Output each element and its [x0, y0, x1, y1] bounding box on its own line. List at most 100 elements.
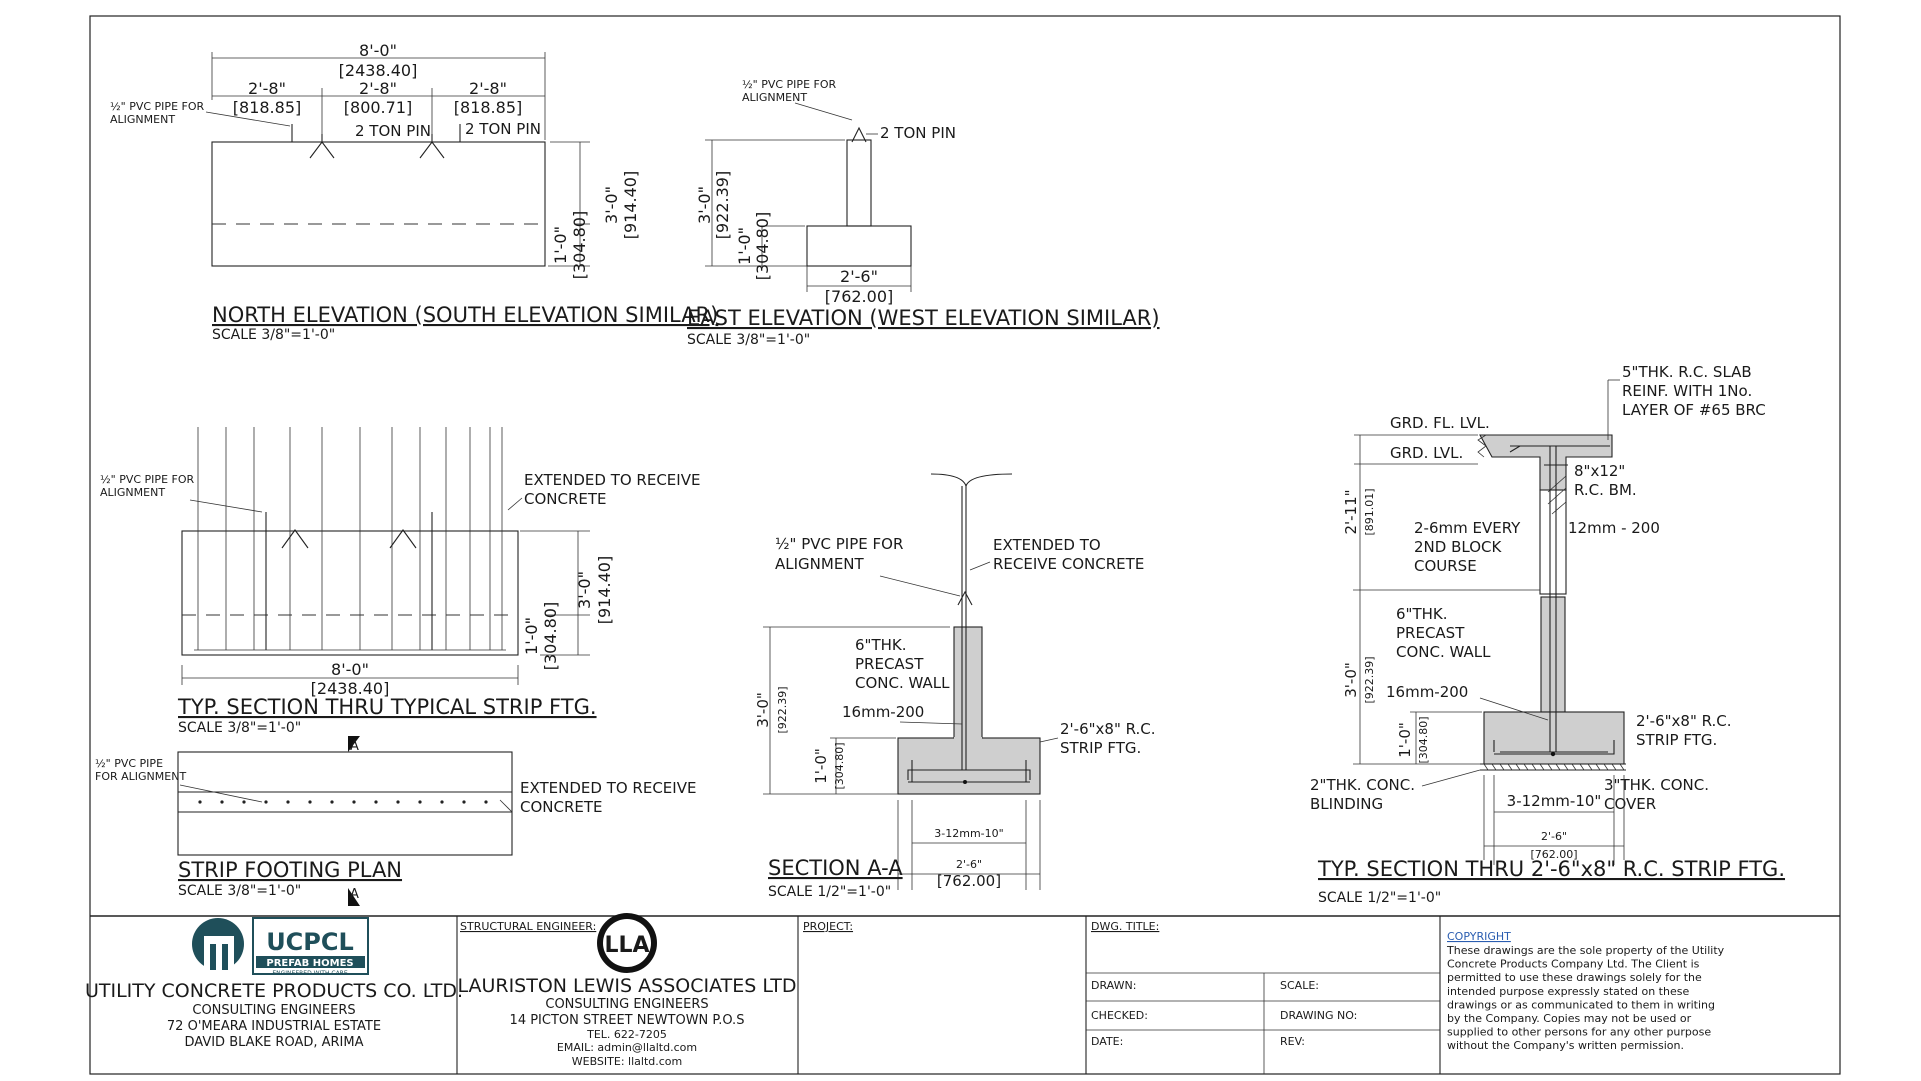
blinding-hatch	[1515, 763, 1521, 771]
ts-h3-ft: 3'-0"	[575, 571, 594, 609]
rc-h3-mm: [922.39]	[1363, 656, 1376, 703]
ne-title: NORTH ELEVATION (SOUTH ELEVATION SIMILAR…	[212, 303, 718, 327]
engineer-sub: CONSULTING ENGINEERS	[545, 997, 708, 1012]
rc-wall-1: 6"THK.	[1396, 605, 1448, 623]
title-block: UCPCL PREFAB HOMES ENGINEERED WITH CARE …	[85, 913, 1840, 1074]
company-sub: CONSULTING ENGINEERS	[192, 1003, 355, 1018]
svg-text:ENGINEERED WITH CARE: ENGINEERED WITH CARE	[272, 970, 348, 977]
ne-scale: SCALE 3/8"=1'-0"	[212, 327, 335, 343]
ts-h1-ft: 1'-0"	[522, 617, 541, 655]
blinding-hatch	[1619, 763, 1625, 771]
rc-bot-bars: 3-12mm-10"	[1507, 792, 1602, 810]
aa-ext-1: EXTENDED TO	[993, 536, 1101, 554]
rc-wall-3: CONC. WALL	[1396, 643, 1491, 661]
section-a-a: ½" PVC PIPE FOR ALIGNMENT EXTENDED TO RE…	[754, 473, 1156, 900]
aa-h3-ft: 3'-0"	[754, 692, 772, 728]
engineer-tel: TEL. 622-7205	[586, 1028, 667, 1041]
lla-logo: LLA	[597, 913, 657, 973]
checked-label: CHECKED:	[1091, 1009, 1148, 1022]
plan-bar-dot	[374, 800, 378, 804]
copyright-line: These drawings are the sole property of …	[1446, 944, 1725, 957]
ne-seg1-mm: [818.85]	[233, 98, 301, 117]
rc-block-2: 2ND BLOCK	[1414, 538, 1502, 556]
strip-footing-plan: ½" PVC PIPE FOR ALIGNMENT EXTENDED TO RE…	[95, 751, 696, 906]
lifting-pin-icon	[309, 134, 335, 159]
svg-text:PREFAB HOMES: PREFAB HOMES	[266, 958, 353, 969]
plan-bar-dot	[396, 800, 400, 804]
ne-pin1: 2 TON PIN	[355, 122, 431, 140]
copyright-line: without the Company's written permission…	[1447, 1039, 1684, 1052]
rc-scale: SCALE 1/2"=1'-0"	[1318, 890, 1441, 906]
section-marker-icon	[348, 888, 360, 906]
ne-pvc-1: ½" PVC PIPE FOR	[110, 100, 204, 113]
blinding-hatch	[1563, 763, 1569, 771]
rc-bar12: 12mm - 200	[1568, 519, 1660, 537]
company-addr2: DAVID BLAKE ROAD, ARIMA	[184, 1035, 363, 1050]
blinding-hatch	[1483, 763, 1489, 771]
ts-section-mark: A	[350, 739, 359, 754]
scale-label: SCALE:	[1280, 979, 1319, 992]
sp-ext-2: CONCRETE	[520, 798, 603, 816]
ne-h1-mm: [304.80]	[570, 211, 589, 279]
plan-bar-dot	[220, 800, 224, 804]
drawing-no-label: DRAWING NO:	[1280, 1009, 1357, 1022]
ee-pin: 2 TON PIN	[880, 124, 956, 142]
rc-slab-3: LAYER OF #65 BRC	[1622, 401, 1766, 419]
project-label: PROJECT:	[803, 920, 853, 933]
ne-pin2: 2 TON PIN	[465, 120, 541, 138]
lifting-pin-icon	[957, 590, 973, 606]
ee-w-ft: 2'-6"	[840, 267, 878, 286]
engineer-email: EMAIL: admin@llaltd.com	[557, 1041, 697, 1054]
rc-beam-1: 8"x12"	[1574, 462, 1625, 480]
ee-pvc-1: ½" PVC PIPE FOR	[742, 78, 836, 91]
company-name: UTILITY CONCRETE PRODUCTS CO. LTD.	[85, 980, 463, 1002]
blinding-hatch	[1555, 763, 1561, 771]
plan-bar-dot	[198, 800, 202, 804]
sp-section-mark: A	[350, 887, 359, 902]
aa-ftg-1: 2'-6"x8" R.C.	[1060, 720, 1156, 738]
plan-bar-dot	[352, 800, 356, 804]
ee-h1-mm: [304.80]	[753, 212, 772, 280]
plan-bar-dot	[264, 800, 268, 804]
rc-slab-2: REINF. WITH 1No.	[1622, 382, 1752, 400]
ucpcl-logo: UCPCL PREFAB HOMES ENGINEERED WITH CARE	[192, 917, 369, 977]
aa-wall-2: PRECAST	[855, 655, 924, 673]
structural-engineer-label: STRUCTURAL ENGINEER:	[460, 920, 596, 933]
ee-h3-ft: 3'-0"	[695, 186, 714, 224]
ne-pvc-2: ALIGNMENT	[110, 113, 175, 126]
rc-wall-2: PRECAST	[1396, 624, 1465, 642]
rc-h1-mm: [304.80]	[1417, 716, 1430, 763]
blinding-hatch	[1603, 763, 1609, 771]
copyright-line: by the Company. Copies may not be used o…	[1447, 1012, 1692, 1025]
ne-h3-mm: [914.40]	[621, 171, 640, 239]
aa-ftg-2: STRIP FTG.	[1060, 739, 1141, 757]
rc-cover-2: COVER	[1604, 795, 1656, 813]
sp-title: STRIP FOOTING PLAN	[178, 858, 402, 882]
aa-scale: SCALE 1/2"=1'-0"	[768, 884, 891, 900]
plan-bar-dot	[440, 800, 444, 804]
sp-pvc-2: FOR ALIGNMENT	[95, 770, 186, 783]
sp-ext-1: EXTENDED TO RECEIVE	[520, 779, 696, 797]
aa-title: SECTION A-A	[768, 856, 903, 880]
north-elevation: 8'-0" [2438.40] 2'-8" [818.85] 2'-8" [80…	[110, 41, 718, 343]
rc-grd: GRD. LVL.	[1390, 444, 1463, 462]
drawn-label: DRAWN:	[1091, 979, 1136, 992]
blinding-hatch	[1579, 763, 1585, 771]
blinding-hatch	[1595, 763, 1601, 771]
aa-wall-1: 6"THK.	[855, 636, 907, 654]
rc-ftg-2: STRIP FTG.	[1636, 731, 1717, 749]
rc-h211-ft: 2'-11"	[1342, 489, 1360, 534]
copyright-line: permitted to use these drawings solely f…	[1447, 971, 1702, 984]
copyright-heading: COPYRIGHT	[1447, 930, 1511, 943]
blinding-hatch	[1507, 763, 1513, 771]
lifting-pin-icon	[389, 529, 417, 549]
blinding-hatch	[1531, 763, 1537, 771]
rc-grd-fl: GRD. FL. LVL.	[1390, 414, 1490, 432]
east-elevation: 2 TON PIN ½" PVC PIPE FOR ALIGNMENT 3'-0…	[687, 78, 1160, 348]
sheet-border	[89, 15, 1841, 1075]
rc-bar16: 16mm-200	[1386, 683, 1468, 701]
rc-w-ft: 2'-6"	[1541, 830, 1567, 843]
aa-h1-mm: [304.80]	[833, 742, 846, 789]
company-addr1: 72 O'MEARA INDUSTRIAL ESTATE	[167, 1019, 381, 1034]
copyright-text: These drawings are the sole property of …	[1446, 944, 1725, 1052]
